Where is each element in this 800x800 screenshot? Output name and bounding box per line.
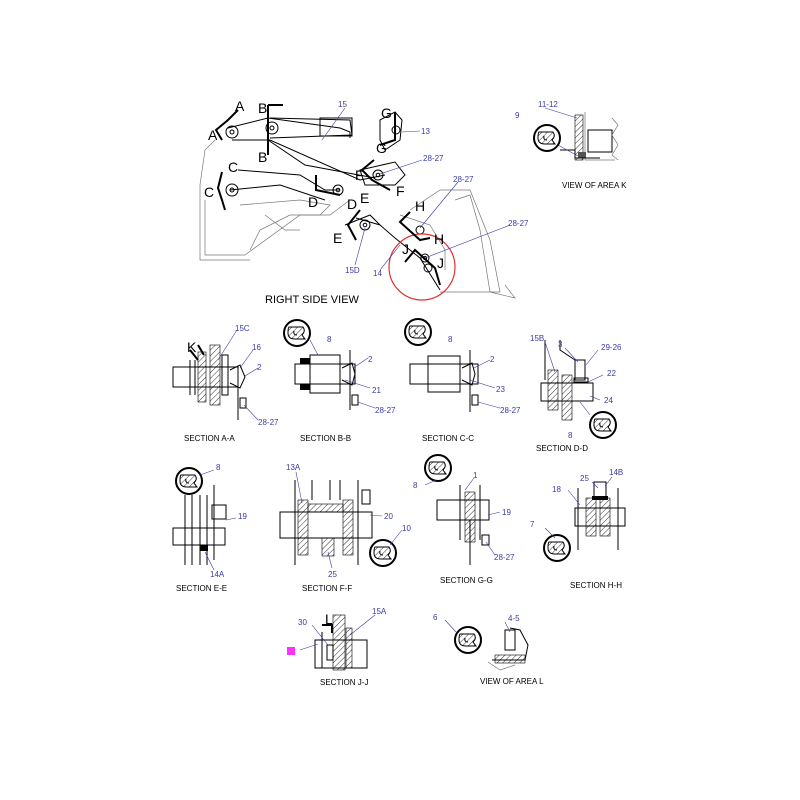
ref-15: 15 <box>338 100 347 109</box>
ref-25-ff: 25 <box>328 570 337 579</box>
ref-14b: 14B <box>609 468 623 477</box>
section-c-c: 8 2 23 28-27 SECTION C-C <box>404 318 521 443</box>
section-a-a: K 15C 16 2 28-27 SECTION A-A <box>172 324 279 443</box>
ref-23: 23 <box>496 385 505 394</box>
ref-14a: 14A <box>210 570 225 579</box>
ref-16: 16 <box>252 343 261 352</box>
section-letter-b-top: B <box>258 100 267 116</box>
ref-6: 6 <box>433 613 438 622</box>
section-letter-j-left: J <box>402 241 409 257</box>
ref-1: 1 <box>473 471 478 480</box>
section-f-f: 13A 20 10 25 SECTION F-F <box>279 463 411 593</box>
view-l-caption: VIEW OF AREA L <box>480 677 544 686</box>
section-c-c-caption: SECTION C-C <box>422 434 474 443</box>
ref-8-cc: 8 <box>448 335 453 344</box>
section-b-b: 8 2 21 28-27 SECTION B-B <box>283 319 396 443</box>
ref-18: 18 <box>552 485 561 494</box>
section-b-b-caption: SECTION B-B <box>300 434 351 443</box>
section-j-j-caption: SECTION J-J <box>320 678 368 687</box>
ref-15b: 15B <box>530 334 544 343</box>
section-letter-h-right: H <box>434 231 444 247</box>
section-j-j: L 30 15A SECTION J-J <box>287 607 387 687</box>
ref-24: 24 <box>604 396 613 405</box>
section-a-a-caption: SECTION A-A <box>184 434 235 443</box>
section-letter-d-right: D <box>347 196 357 212</box>
section-g-g: 1 8 19 28-27 SECTION G-G <box>413 454 515 585</box>
section-e-e-caption: SECTION E-E <box>176 584 227 593</box>
ref-15d: 15D <box>345 266 360 275</box>
ref-29-26: 29-26 <box>601 343 622 352</box>
ref-19-ee: 19 <box>238 512 247 521</box>
ref-9: 9 <box>515 111 520 120</box>
section-h-h-caption: SECTION H-H <box>570 581 622 590</box>
ref-28-27-b: 28-27 <box>453 175 474 184</box>
section-d-d-caption: SECTION D-D <box>536 444 588 453</box>
section-letter-e-top: E <box>360 190 369 206</box>
ref-15a: 15A <box>372 607 387 616</box>
ref-19-gg: 19 <box>502 508 511 517</box>
ref-30: 30 <box>298 618 307 627</box>
ref-25-hh: 25 <box>580 474 589 483</box>
ref-8-gg: 8 <box>413 481 418 490</box>
section-letter-f-bottom: F <box>396 183 405 199</box>
ref-7: 7 <box>530 520 535 529</box>
section-letter-c-left: C <box>204 184 214 200</box>
section-letter-a-left: A <box>208 127 218 143</box>
view-k-caption: VIEW OF AREA K <box>562 181 627 190</box>
ref-10: 10 <box>402 524 411 533</box>
ref-22: 22 <box>607 369 616 378</box>
ref-28-27-bb: 28-27 <box>375 406 396 415</box>
ref-2-cc: 2 <box>490 355 495 364</box>
ref-21: 21 <box>372 386 381 395</box>
section-letter-f-top: F <box>355 167 364 183</box>
right-side-view: A A B B C C D D E E F F G G H H J J 15 1… <box>199 98 529 306</box>
section-h-h: 25 14B 18 7 SECTION H-H <box>530 468 626 590</box>
section-letter-g-top: G <box>381 105 392 121</box>
marker-square <box>287 647 295 655</box>
section-d-d: 15B 3 29-26 22 24 8 SECTION D-D <box>530 334 622 453</box>
section-letter-e-left: E <box>333 230 342 246</box>
ref-13a: 13A <box>286 463 301 472</box>
right-side-view-caption: RIGHT SIDE VIEW <box>265 294 360 306</box>
ref-2-bb: 2 <box>368 355 373 364</box>
section-letter-l: L <box>325 611 333 627</box>
ref-28-27-a: 28-27 <box>423 154 444 163</box>
section-letter-j-right: J <box>437 255 444 271</box>
ref-8-ee: 8 <box>216 463 221 472</box>
ref-4-5: 4-5 <box>508 614 520 623</box>
ref-11-12: 11-12 <box>538 100 558 109</box>
ref-15c: 15C <box>235 324 250 333</box>
ref-28-27-gg: 28-27 <box>494 553 515 562</box>
ref-8-dd: 8 <box>568 431 573 440</box>
section-letter-d-left: D <box>308 194 318 210</box>
section-letter-k: K <box>187 339 197 355</box>
ref-14: 14 <box>373 269 382 278</box>
view-of-area-k: 11-12 9 VIEW OF AREA K <box>515 100 627 190</box>
section-letter-g-bottom: G <box>376 140 387 156</box>
section-f-f-caption: SECTION F-F <box>302 584 352 593</box>
section-letter-c-top: C <box>228 159 238 175</box>
view-of-area-l: 6 4-5 VIEW OF AREA L <box>433 613 544 686</box>
section-letter-a-top: A <box>235 98 245 114</box>
ref-13: 13 <box>421 127 430 136</box>
section-g-g-caption: SECTION G-G <box>440 576 493 585</box>
ref-20: 20 <box>384 512 393 521</box>
section-e-e: 8 19 14A SECTION E-E <box>172 463 247 593</box>
highlight-circle <box>388 233 456 301</box>
ref-28-27-aa: 28-27 <box>258 418 279 427</box>
ref-28-27-c: 28-27 <box>508 219 529 228</box>
ref-8-bb: 8 <box>327 335 332 344</box>
ref-2-a: 2 <box>257 363 262 372</box>
section-letter-b-bottom: B <box>258 149 267 165</box>
section-letter-h-top: H <box>415 198 425 214</box>
ref-28-27-cc: 28-27 <box>500 406 521 415</box>
ref-3: 3 <box>558 340 563 349</box>
